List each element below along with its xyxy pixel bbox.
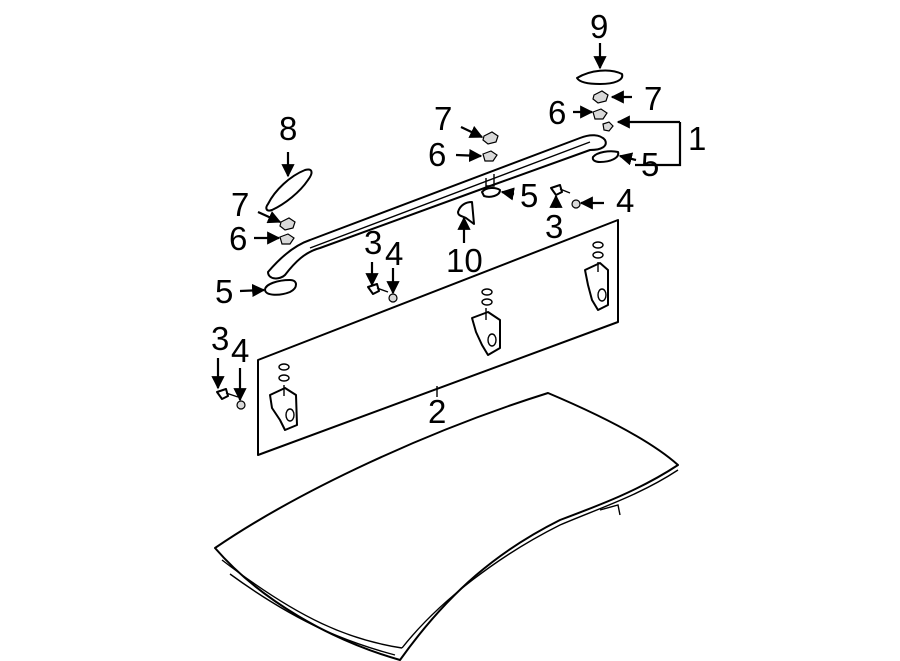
callout-2: 2 [428, 393, 446, 430]
roof-panel [214, 392, 679, 661]
callout-6-middle: 6 [428, 136, 446, 173]
callout-10: 10 [446, 242, 483, 279]
pad-front [264, 279, 297, 296]
rear-end-cover [576, 69, 624, 85]
callout-7-middle: 7 [434, 100, 452, 137]
leader-lines [211, 43, 682, 402]
callout-4-right: 4 [616, 182, 634, 219]
pad-middle [481, 186, 501, 198]
callout-8: 8 [279, 110, 297, 147]
pad-rear [591, 150, 620, 163]
bracket-middle [471, 288, 501, 356]
center-support [457, 201, 475, 225]
callout-3-middle: 3 [364, 224, 382, 261]
bracket-left [269, 363, 298, 431]
callout-7-front: 7 [231, 186, 249, 223]
callout-4-middle: 4 [385, 235, 403, 272]
callout-9: 9 [590, 8, 608, 45]
callout-6-rear: 6 [548, 94, 566, 131]
hardware-rear [592, 90, 614, 132]
hardware-middle [482, 131, 499, 162]
callout-3-right: 3 [545, 208, 563, 245]
callout-6-front: 6 [229, 220, 247, 257]
callout-1: 1 [688, 120, 706, 157]
callout-5-rear: 5 [641, 146, 659, 183]
bracket-mount-panel [257, 219, 619, 456]
callout-5-middle: 5 [520, 177, 538, 214]
callout-7-rear: 7 [644, 80, 662, 117]
roof-rail [267, 134, 607, 280]
callout-5-front: 5 [215, 273, 233, 310]
callout-4-left: 4 [231, 332, 249, 369]
bracket-right [584, 241, 609, 311]
callout-3-left: 3 [211, 320, 229, 357]
hardware-front [279, 217, 296, 245]
